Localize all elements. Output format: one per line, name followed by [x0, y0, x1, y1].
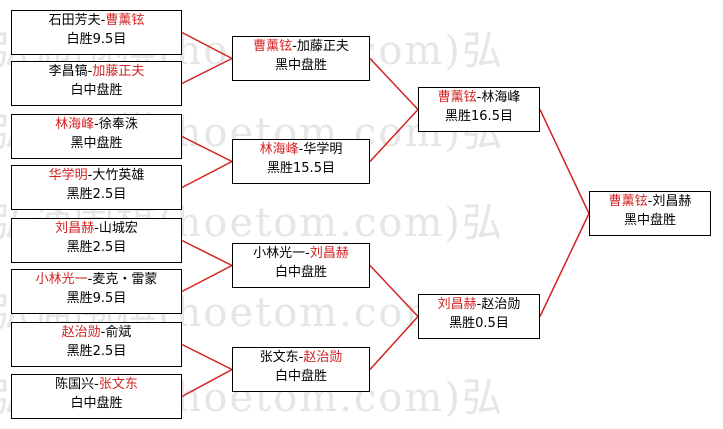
player-2: 加藤正夫 [92, 64, 145, 79]
player-1: 曹薰铉 [608, 194, 648, 209]
player-2: 俞斌 [105, 325, 132, 340]
match-box-round1: 李昌镐-加藤正夫 白中盘胜 [11, 61, 182, 106]
match-players: 曹薰铉-加藤正夫 [253, 39, 349, 54]
match-players: 曹薰铉-林海峰 [437, 90, 521, 105]
match-result: 黑中盘胜 [70, 136, 123, 151]
player-1: 石田芳夫 [48, 13, 101, 28]
player-1: 林海峰 [259, 142, 299, 157]
match-box-final: 曹薰铉-刘昌赫 黑中盘胜 [589, 191, 711, 236]
match-players: 石田芳夫-曹薰铉 [48, 13, 145, 28]
match-result: 白中盘胜 [70, 396, 123, 411]
player-2: 加藤正夫 [296, 39, 349, 54]
match-players: 刘昌赫-山城宏 [55, 221, 138, 236]
connector-line [181, 57, 233, 85]
match-box-round2: 张文东-赵治勋 白中盘胜 [232, 347, 370, 392]
player-1: 李昌镐 [48, 64, 88, 79]
match-box-round2: 曹薰铉-加藤正夫 黑中盘胜 [232, 36, 370, 81]
match-result: 黑胜2.5目 [66, 187, 127, 202]
match-box-round1: 石田芳夫-曹薰铉 白胜9.5目 [11, 10, 182, 55]
match-box-round1: 华学明-大竹英雄 黑胜2.5目 [11, 165, 182, 210]
match-players: 张文东-赵治勋 [259, 350, 343, 365]
match-result: 黑胜9.5目 [66, 291, 127, 306]
player-2: 徐奉洙 [98, 117, 138, 132]
player-2: 刘昌赫 [309, 246, 349, 261]
connector-line [181, 31, 233, 60]
connector-line [539, 213, 590, 317]
player-1: 小林光一 [35, 272, 88, 287]
player-1: 刘昌赫 [55, 221, 95, 236]
match-players: 刘昌赫-赵治勋 [437, 297, 521, 312]
player-1: 林海峰 [55, 117, 95, 132]
connector-line [369, 315, 419, 371]
match-result: 黑中盘胜 [274, 58, 327, 73]
match-players: 李昌镐-加藤正夫 [48, 64, 145, 79]
match-box-semifinal: 曹薰铉-林海峰 黑胜16.5目 [418, 87, 540, 132]
match-players: 曹薰铉-刘昌赫 [608, 194, 692, 209]
match-players: 陈国兴-张文东 [55, 377, 138, 392]
match-result: 白中盘胜 [274, 265, 327, 280]
match-box-round1: 刘昌赫-山城宏 黑胜2.5目 [11, 218, 182, 263]
player-1: 陈国兴 [55, 377, 95, 392]
match-result: 黑胜15.5目 [267, 161, 335, 176]
player-1: 曹薰铉 [437, 90, 477, 105]
match-result: 黑胜0.5目 [449, 316, 509, 331]
player-2: 华学明 [303, 142, 343, 157]
player-2: 大竹英雄 [92, 168, 145, 183]
match-players: 华学明-大竹英雄 [48, 168, 145, 183]
match-players: 赵治勋-俞斌 [61, 325, 132, 340]
player-1: 刘昌赫 [437, 297, 477, 312]
player-1: 张文东 [259, 350, 299, 365]
connector-line [181, 264, 233, 293]
connector-line [181, 368, 233, 398]
match-result: 黑胜2.5目 [66, 344, 127, 359]
match-result: 黑胜16.5目 [445, 109, 513, 124]
player-1: 赵治勋 [61, 325, 101, 340]
match-result: 黑胜2.5目 [66, 240, 127, 255]
match-box-round1: 林海峰-徐奉洙 黑中盘胜 [11, 114, 182, 159]
player-2: 林海峰 [481, 90, 521, 105]
match-box-round2: 林海峰-华学明 黑胜15.5目 [232, 139, 370, 184]
connector-line [181, 135, 233, 163]
match-box-round1: 陈国兴-张文东 白中盘胜 [11, 374, 182, 419]
player-2: 张文东 [98, 377, 138, 392]
connector-line [181, 343, 233, 371]
connector-line [369, 57, 419, 111]
connector-line [181, 160, 233, 189]
player-1: 华学明 [48, 168, 88, 183]
connector-line [539, 109, 590, 214]
connector-line [369, 264, 419, 318]
match-box-round1: 赵治勋-俞斌 黑胜2.5目 [11, 322, 182, 367]
match-players: 小林光一-麦克・雷蒙 [35, 272, 158, 287]
match-result: 黑中盘胜 [623, 213, 676, 228]
match-result: 白中盘胜 [70, 83, 123, 98]
player-2: 曹薰铉 [105, 13, 145, 28]
match-players: 小林光一-刘昌赫 [253, 246, 349, 261]
connector-line [369, 108, 419, 163]
player-2: 山城宏 [98, 221, 138, 236]
connector-line [181, 239, 233, 267]
player-1: 曹薰铉 [253, 39, 293, 54]
player-2: 刘昌赫 [652, 194, 692, 209]
match-players: 林海峰-华学明 [259, 142, 343, 157]
match-box-semifinal: 刘昌赫-赵治勋 黑胜0.5目 [418, 294, 540, 339]
match-box-round2: 小林光一-刘昌赫 白中盘胜 [232, 243, 370, 288]
match-result: 白胜9.5目 [66, 32, 127, 47]
player-2: 赵治勋 [481, 297, 521, 312]
player-2: 赵治勋 [303, 350, 343, 365]
player-2: 麦克・雷蒙 [92, 272, 158, 287]
match-box-round1: 小林光一-麦克・雷蒙 黑胜9.5目 [11, 269, 182, 314]
match-players: 林海峰-徐奉洙 [55, 117, 138, 132]
player-1: 小林光一 [253, 246, 306, 261]
match-result: 白中盘胜 [274, 369, 327, 384]
